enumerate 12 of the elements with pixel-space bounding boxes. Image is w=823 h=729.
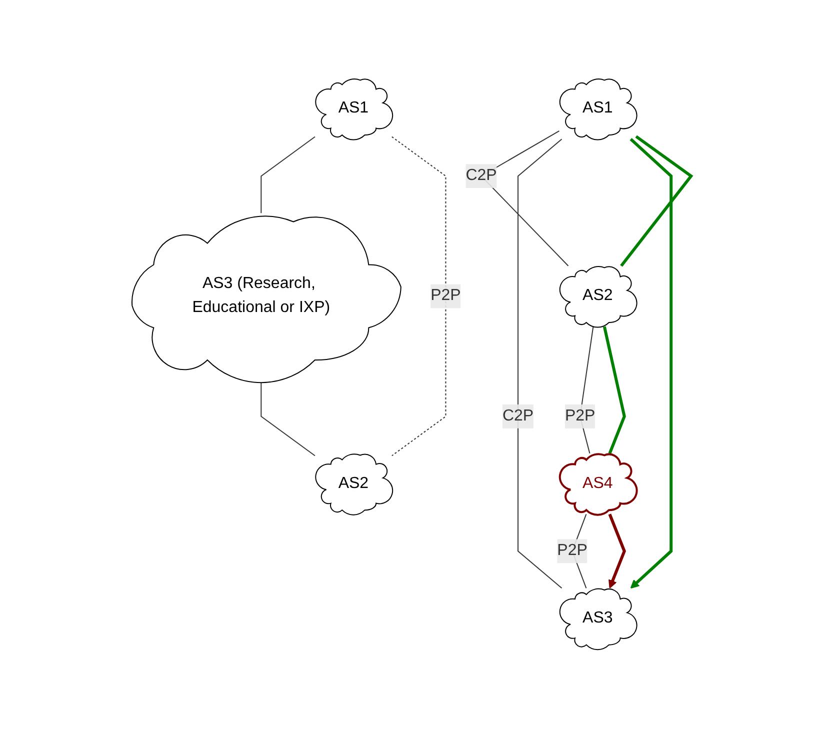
connector (391, 136, 446, 456)
connector (260, 136, 316, 214)
edge-label: P2P (564, 408, 596, 425)
edge-label: C2P (466, 167, 497, 184)
connector (620, 135, 694, 267)
edge-label: P2P (430, 287, 461, 304)
edge-label: P2P (557, 542, 588, 560)
connector (602, 326, 626, 454)
arrow (608, 514, 626, 589)
arrow (630, 138, 673, 589)
connector (517, 138, 562, 589)
edge-label: C2P (502, 408, 534, 425)
